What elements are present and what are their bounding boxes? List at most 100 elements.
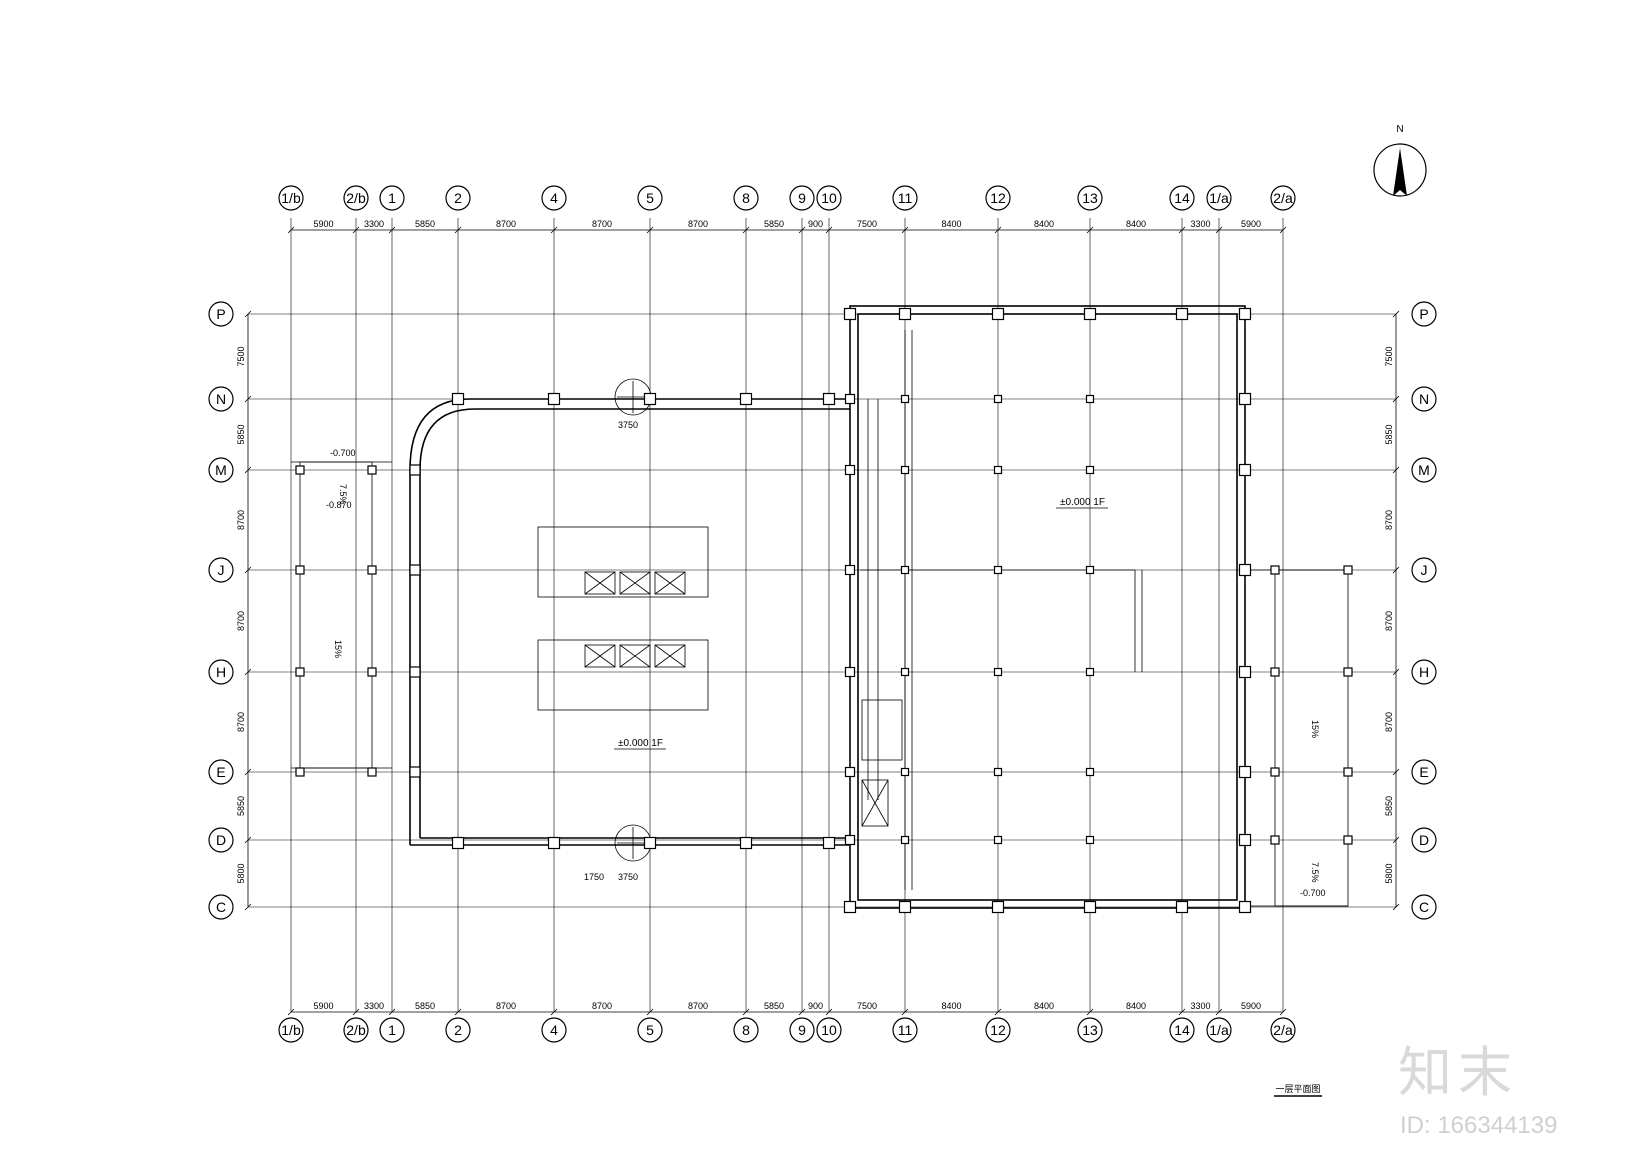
axis-bubble [208, 894, 234, 920]
column [844, 393, 856, 405]
axis-label: 5 [646, 1022, 654, 1038]
axis-label: M [1418, 462, 1430, 478]
dim-value: 8700 [592, 1001, 612, 1011]
column [1238, 563, 1252, 577]
dim-value: 5900 [1241, 1001, 1261, 1011]
axis-label: H [216, 664, 226, 680]
axis-label: 8 [742, 1022, 750, 1038]
dim-value: 5850 [236, 796, 246, 816]
dim-value: 5850 [415, 219, 435, 229]
column [900, 767, 910, 777]
dim-tick [798, 1008, 806, 1016]
column [739, 836, 753, 850]
axis-label: C [216, 899, 226, 915]
building-walls-west [291, 378, 850, 862]
dim-1750: 1750 [584, 872, 604, 882]
column [643, 392, 657, 406]
dim-tick [1392, 768, 1400, 776]
dim-tick [901, 226, 909, 234]
dim-tick [244, 836, 252, 844]
axis-bubble [816, 185, 842, 211]
axis-bubble [541, 1017, 567, 1043]
column [1270, 565, 1280, 575]
column [1270, 835, 1280, 845]
dim-tick [798, 226, 806, 234]
axis-label: 1/a [1209, 190, 1229, 206]
column [547, 836, 561, 850]
column [295, 565, 305, 575]
dim-value: 8700 [236, 510, 246, 530]
column [900, 835, 910, 845]
column [843, 307, 857, 321]
column [993, 667, 1003, 677]
column [1085, 394, 1095, 404]
dim-tick [244, 466, 252, 474]
axis-bubble [1411, 557, 1437, 583]
axis-label: J [1421, 562, 1428, 578]
dim-value: 7500 [236, 346, 246, 366]
axis-bubble [985, 185, 1011, 211]
axis-label: 2 [454, 1022, 462, 1038]
dim-3750-bottom: 3750 [618, 872, 638, 882]
dim-tick [244, 566, 252, 574]
axis-bubble [1411, 759, 1437, 785]
axis-bubble [985, 1017, 1011, 1043]
dim-tick [1215, 1008, 1223, 1016]
dim-tick [1392, 566, 1400, 574]
dim-tick [646, 226, 654, 234]
axis-bubble [278, 1017, 304, 1043]
dim-value: 5800 [1384, 863, 1394, 883]
dim-tick [287, 1008, 295, 1016]
column [1085, 767, 1095, 777]
axis-label: 2 [454, 190, 462, 206]
dim-tick [825, 1008, 833, 1016]
dim-value: 8400 [1126, 1001, 1146, 1011]
axis-bubble [379, 1017, 405, 1043]
dim-value: 3300 [364, 1001, 384, 1011]
dim-tick [454, 226, 462, 234]
dim-tick [244, 768, 252, 776]
column [844, 834, 856, 846]
dim-tick [1215, 226, 1223, 234]
column [993, 767, 1003, 777]
column [367, 465, 377, 475]
axis-bubble [445, 185, 471, 211]
axis-label: 9 [798, 190, 806, 206]
column [295, 465, 305, 475]
column [844, 464, 856, 476]
dim-value: 3300 [1190, 1001, 1210, 1011]
dim-tick [994, 226, 1002, 234]
axis-bubble [1206, 1017, 1232, 1043]
column [1238, 833, 1252, 847]
axis-label: 1/b [281, 190, 301, 206]
column [295, 767, 305, 777]
column [993, 565, 1003, 575]
dim-value: 900 [808, 1001, 823, 1011]
dim-tick [244, 310, 252, 318]
dim-value: 900 [808, 219, 823, 229]
column [367, 667, 377, 677]
slope-label-west: 15% [333, 640, 343, 658]
dim-tick [901, 1008, 909, 1016]
axis-bubble [208, 557, 234, 583]
column [547, 392, 561, 406]
level-label-west-wing-2: -0.870 [326, 500, 352, 510]
dim-value: 8400 [1034, 1001, 1054, 1011]
axis-bubble [379, 185, 405, 211]
axis-bubble [1411, 827, 1437, 853]
axis-bubble [343, 1017, 369, 1043]
axis-label: P [216, 306, 225, 322]
axis-label: H [1419, 664, 1429, 680]
dim-tick [1392, 466, 1400, 474]
axis-bubble [541, 185, 567, 211]
axis-bubble [733, 185, 759, 211]
column [844, 564, 856, 576]
column [739, 392, 753, 406]
axis-label: 1/a [1209, 1022, 1229, 1038]
axis-label: D [216, 832, 226, 848]
column [1238, 900, 1252, 914]
dim-value: 5900 [1241, 219, 1261, 229]
axis-bubble [208, 386, 234, 412]
slope-label-east: 15% [1310, 720, 1320, 738]
